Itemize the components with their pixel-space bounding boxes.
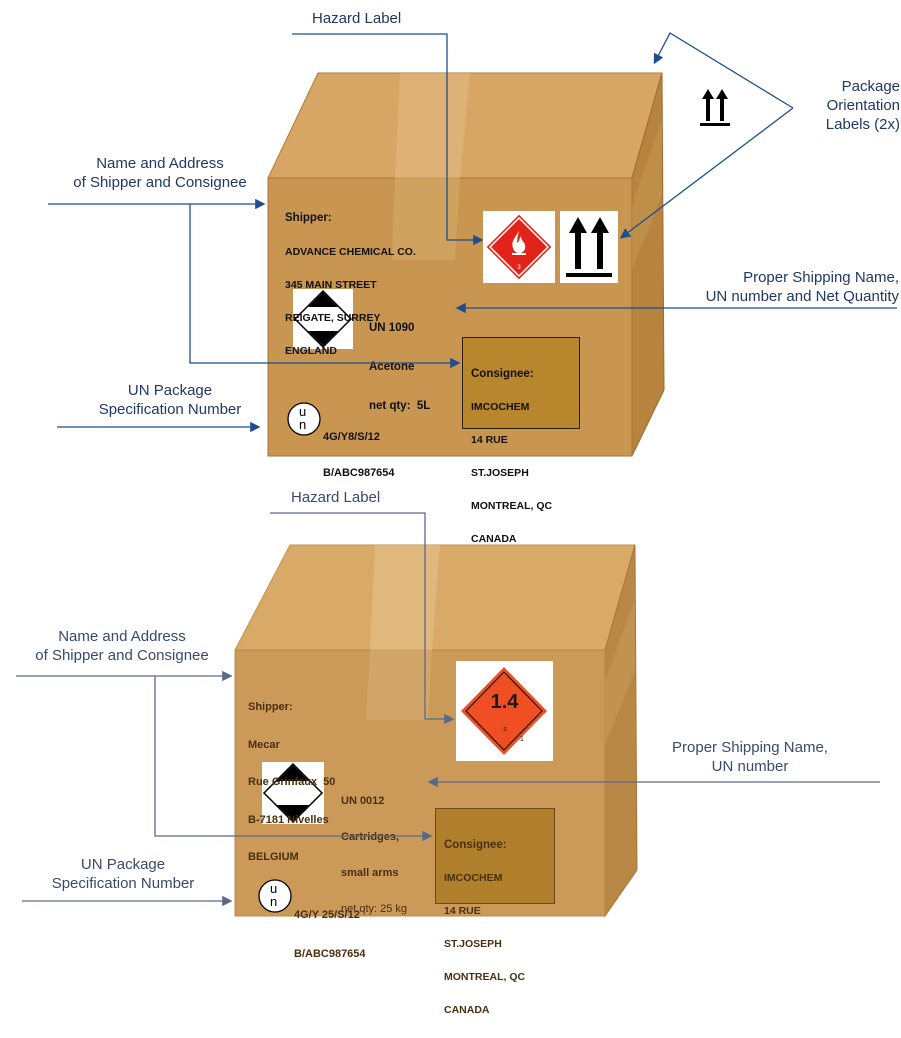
- bottom-shipper-line: B-7181 Nivelles: [248, 813, 329, 826]
- top-product-line: Acetone: [369, 361, 415, 373]
- bottom-callout-name-line: Name and Address: [58, 628, 186, 645]
- top-un-spec: 4G/Y8/S/12 B/ABC987654: [323, 407, 395, 503]
- top-consignee-block: Consignee: IMCOCHEM 14 RUE ST.JOSEPH MON…: [462, 337, 580, 545]
- bottom-product-line: small arms: [341, 867, 399, 879]
- top-callout-hazard: Hazard Label: [312, 10, 402, 27]
- bottom-consignee-line: MONTREAL, QC: [444, 971, 526, 983]
- top-callout-un-package-line: UN Package: [127, 382, 213, 399]
- bottom-callout-psn-line: Proper Shipping Name,: [672, 739, 828, 756]
- bottom-callout-hazard: Hazard Label: [291, 489, 381, 506]
- bottom-hazard-label: 1 s 1.4: [456, 661, 553, 761]
- top-un-spec-line: B/ABC987654: [323, 467, 395, 479]
- top-callout-orientation-line: Labels (2x): [825, 116, 900, 133]
- top-consignee-line: 14 RUE: [471, 434, 508, 446]
- top-callout-un-package-line: Specification Number: [98, 401, 242, 418]
- bottom-consignee-line: CANADA: [444, 1004, 490, 1016]
- top-product-line: net qty: 5L: [369, 400, 431, 412]
- top-callout-name-line: of Shipper and Consignee: [73, 174, 247, 191]
- bottom-shipper-line: Mecar: [248, 738, 280, 751]
- bottom-callout-un-package: UN Package Specification Number: [38, 855, 208, 893]
- top-un-spec-line: 4G/Y8/S/12: [323, 431, 380, 443]
- un-logo-icon: [287, 402, 321, 436]
- top-consignee-line: MONTREAL, QC: [471, 500, 553, 512]
- bottom-hazard-division: 1.4: [490, 691, 519, 713]
- explosive-diamond-icon: 1 s: [461, 667, 547, 755]
- bottom-product-line: net qty: 25 kg: [341, 903, 408, 915]
- bottom-callout-name: Name and Address of Shipper and Consigne…: [14, 627, 230, 665]
- bottom-box-illustration: [234, 544, 638, 918]
- top-consignee-line: CANADA: [471, 533, 517, 545]
- un-logo-letter: n: [299, 417, 307, 432]
- svg-text:3: 3: [517, 265, 521, 271]
- bottom-shipper-line: BELGIUM: [248, 851, 299, 863]
- un-logo-icon: [258, 879, 292, 913]
- top-un-logo: u n: [287, 402, 321, 436]
- top-consignee-line: Consignee:: [471, 368, 534, 380]
- top-consignee-line: ST.JOSEPH: [471, 467, 529, 479]
- top-callout-orientation: Package Orientation Labels (2x): [795, 77, 900, 134]
- un-logo-letter: n: [270, 894, 278, 909]
- bottom-consignee-block: Consignee: IMCOCHEM 14 RUE ST.JOSEPH MON…: [435, 808, 555, 1016]
- bottom-un-spec: 4G/Y 25/S/12 B/ABC987654: [294, 883, 366, 987]
- bottom-consignee-line: ST.JOSEPH: [444, 938, 502, 950]
- svg-text:1: 1: [520, 736, 524, 743]
- svg-text:s: s: [503, 726, 507, 733]
- top-callout-psn-line: UN number and Net Quantity: [705, 288, 899, 305]
- bottom-callout-un-package-line: UN Package: [80, 856, 166, 873]
- bottom-shipper-line: Rue Grinfaux 50: [248, 776, 336, 788]
- top-callout-un-package: UN Package Specification Number: [85, 381, 255, 419]
- un-logo-letter: u: [270, 881, 278, 896]
- top-callout-orientation-line: Orientation: [826, 97, 900, 114]
- bottom-product-line: Cartridges,: [341, 831, 400, 843]
- diagram: 3 Shipper: ADVANCE CHEMICAL CO. 345 MAIN…: [14, 10, 900, 1016]
- top-hazard-label: 3: [483, 211, 555, 283]
- bottom-consignee-line: Consignee:: [444, 839, 507, 851]
- bottom-un-spec-line: B/ABC987654: [294, 948, 366, 960]
- top-orientation-label: [560, 211, 618, 283]
- up-arrows-icon: [566, 217, 612, 277]
- bottom-consignee-text: Consignee: IMCOCHEM 14 RUE ST.JOSEPH MON…: [444, 817, 525, 1038]
- bottom-callout-name-line: of Shipper and Consignee: [35, 647, 209, 664]
- bottom-consignee-line: 14 RUE: [444, 905, 481, 917]
- top-callout-name-line: Name and Address: [96, 155, 224, 172]
- bottom-shipper-line: Shipper:: [248, 701, 293, 713]
- bottom-consignee-line: IMCOCHEM: [444, 872, 503, 884]
- bottom-callout-un-package-line: Specification Number: [51, 875, 195, 892]
- bottom-product-line: UN 0012: [341, 795, 385, 807]
- flame-icon: 3: [485, 213, 553, 281]
- bottom-callout-psn-line: UN number: [711, 758, 789, 775]
- top-callout-psn: Proper Shipping Name, UN number and Net …: [667, 268, 899, 306]
- bottom-un-logo: u n: [258, 879, 292, 913]
- bottom-shipper-block: Shipper: Mecar Rue Grinfaux 50 B-7181 Ni…: [248, 676, 335, 889]
- un-logo-letter: u: [299, 404, 307, 419]
- bottom-callout-psn: Proper Shipping Name, UN number: [650, 738, 850, 776]
- top-consignee-line: IMCOCHEM: [471, 401, 530, 413]
- top-callout-name: Name and Address of Shipper and Consigne…: [60, 154, 260, 192]
- top-callout-psn-line: Proper Shipping Name,: [743, 269, 899, 286]
- top-callout-orientation-line: Package: [841, 78, 900, 95]
- top-consignee-text: Consignee: IMCOCHEM 14 RUE ST.JOSEPH MON…: [471, 346, 552, 567]
- bottom-un-spec-line: 4G/Y 25/S/12: [294, 909, 360, 921]
